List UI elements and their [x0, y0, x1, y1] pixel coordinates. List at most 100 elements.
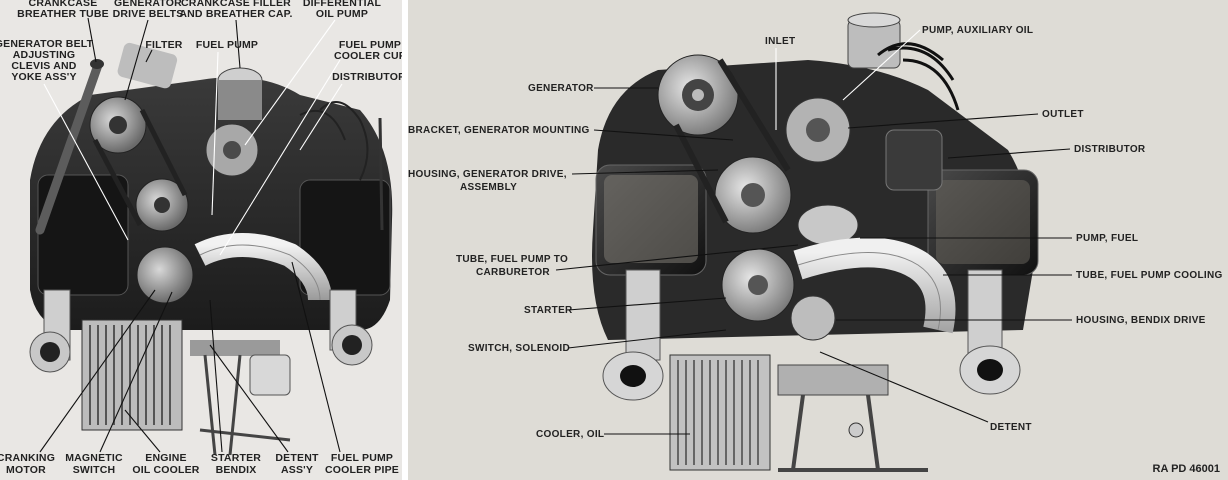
leader-distributor-right: [947, 148, 1071, 159]
leader-crankcase-breather-tube: [87, 17, 97, 63]
label-housing-generator-drive: HOUSING, GENERATOR DRIVE, ASSEMBLY: [408, 169, 567, 193]
leader-filter: [145, 49, 153, 63]
label-switch-solenoid: SWITCH, SOLENOID: [468, 343, 570, 354]
svg-text:PUMP, AUXILIARY OIL: PUMP, AUXILIARY OIL: [922, 25, 1033, 36]
svg-text:ASSEMBLY: ASSEMBLY: [460, 182, 517, 193]
leader-fuel-pump-cooler-cup: [219, 59, 341, 256]
right-engine-photo: GENERATOR INLET PUMP, AUXILIARY OIL BRAC…: [408, 12, 1222, 475]
leader-switch-solenoid: [567, 329, 727, 349]
svg-text:MAGNETIC: MAGNETIC: [65, 452, 123, 464]
left-engine-diagram: CRANKCASE BREATHER TUBE GENERATOR DRIVE …: [0, 0, 402, 480]
label-fuel-pump: FUEL PUMP: [196, 39, 258, 51]
label-fuel-pump-cooler-cup: FUEL PUMP COOLER CUP: [334, 39, 402, 62]
svg-text:INLET: INLET: [765, 36, 795, 47]
label-generator-drive-belts: GENERATOR DRIVE BELTS: [113, 0, 184, 20]
leader-fuel-pump: [211, 51, 219, 216]
plate-number: RA PD 46001: [1153, 463, 1220, 475]
svg-text:CRANKING: CRANKING: [0, 452, 55, 464]
svg-text:COOLER PIPE: COOLER PIPE: [325, 464, 399, 476]
svg-text:BRACKET, GENERATOR MOUNTING: BRACKET, GENERATOR MOUNTING: [408, 125, 590, 136]
svg-text:GENERATOR: GENERATOR: [114, 0, 182, 9]
leader-housing-generator-drive: [571, 169, 719, 175]
label-fuel-pump-cooler-pipe: FUEL PUMP COOLER PIPE: [325, 452, 399, 476]
label-generator: GENERATOR: [528, 83, 594, 94]
svg-text:TUBE, FUEL PUMP TO: TUBE, FUEL PUMP TO: [456, 254, 568, 265]
label-pump-fuel: PUMP, FUEL: [1076, 233, 1138, 244]
leader-starter: [567, 297, 727, 311]
label-filter: FILTER: [145, 39, 182, 51]
label-generator-belt-clevis: GENERATOR BELT ADJUSTING CLEVIS AND YOKE…: [0, 38, 94, 83]
label-magnetic-switch: MAGNETIC SWITCH: [65, 452, 123, 476]
svg-text:COOLER, OIL: COOLER, OIL: [536, 429, 604, 440]
svg-text:FUEL PUMP: FUEL PUMP: [196, 39, 258, 51]
leader-generator-drive-belts: [124, 19, 149, 101]
leader-detent-assy: [209, 344, 289, 453]
svg-text:FUEL PUMP: FUEL PUMP: [339, 39, 401, 51]
svg-text:HOUSING, GENERATOR DRIVE,: HOUSING, GENERATOR DRIVE,: [408, 169, 567, 180]
svg-text:ADJUSTING: ADJUSTING: [13, 49, 75, 61]
svg-text:ENGINE: ENGINE: [145, 452, 186, 464]
leader-distributor: [299, 83, 343, 151]
svg-text:OUTLET: OUTLET: [1042, 109, 1084, 120]
svg-text:DRIVE BELTS: DRIVE BELTS: [113, 8, 184, 20]
svg-text:PUMP, FUEL: PUMP, FUEL: [1076, 233, 1138, 244]
label-crankcase-breather-tube: CRANKCASE BREATHER TUBE: [17, 0, 109, 20]
svg-text:DISTRIBUTOR: DISTRIBUTOR: [1074, 144, 1146, 155]
label-bracket-generator-mounting: BRACKET, GENERATOR MOUNTING: [408, 125, 590, 136]
label-starter-bendix: STARTER BENDIX: [211, 452, 261, 476]
leader-differential-oil-pump: [244, 19, 336, 146]
label-distributor: DISTRIBUTOR: [332, 71, 402, 83]
svg-text:CRANKCASE FILLER: CRANKCASE FILLER: [181, 0, 291, 9]
svg-text:CARBURETOR: CARBURETOR: [476, 267, 550, 278]
leader-generator-belt-clevis: [43, 83, 129, 241]
label-housing-bendix-drive: HOUSING, BENDIX DRIVE: [1076, 315, 1206, 326]
svg-text:MOTOR: MOTOR: [6, 464, 46, 476]
label-outlet: OUTLET: [1042, 109, 1084, 120]
label-detent-assy: DETENT ASS'Y: [275, 452, 318, 476]
leader-fuel-pump-cooler-pipe: [291, 261, 341, 453]
label-starter: STARTER: [524, 305, 573, 316]
left-engine-photo: CRANKCASE BREATHER TUBE GENERATOR DRIVE …: [0, 0, 402, 476]
label-inlet: INLET: [765, 36, 795, 47]
svg-text:GENERATOR BELT: GENERATOR BELT: [0, 38, 94, 50]
svg-text:DIFFERENTIAL: DIFFERENTIAL: [303, 0, 382, 9]
right-engine-diagram: GENERATOR INLET PUMP, AUXILIARY OIL BRAC…: [408, 0, 1228, 480]
svg-text:DISTRIBUTOR: DISTRIBUTOR: [332, 71, 402, 83]
label-distributor-right: DISTRIBUTOR: [1074, 144, 1146, 155]
svg-text:STARTER: STARTER: [524, 305, 573, 316]
leader-cranking-motor: [39, 289, 156, 453]
label-tube-fuel-pump-cooling: TUBE, FUEL PUMP COOLING: [1076, 270, 1222, 281]
svg-text:SWITCH: SWITCH: [73, 464, 116, 476]
svg-text:AND BREATHER CAP.: AND BREATHER CAP.: [179, 8, 292, 20]
svg-text:ASS'Y: ASS'Y: [281, 464, 313, 476]
leader-outlet: [847, 113, 1039, 129]
svg-text:OIL PUMP: OIL PUMP: [316, 8, 368, 20]
svg-text:CRANKCASE: CRANKCASE: [29, 0, 98, 9]
svg-text:HOUSING, BENDIX DRIVE: HOUSING, BENDIX DRIVE: [1076, 315, 1206, 326]
leader-pump-auxiliary-oil: [842, 29, 921, 101]
label-engine-oil-cooler: ENGINE OIL COOLER: [132, 452, 199, 476]
svg-text:COOLER CUP: COOLER CUP: [334, 50, 402, 62]
svg-text:YOKE ASS'Y: YOKE ASS'Y: [11, 71, 76, 83]
label-cooler-oil: COOLER, OIL: [536, 429, 604, 440]
leader-detent: [819, 351, 989, 423]
svg-text:GENERATOR: GENERATOR: [528, 83, 594, 94]
svg-text:DETENT: DETENT: [990, 422, 1032, 433]
leader-magnetic-switch: [99, 291, 173, 453]
svg-text:FILTER: FILTER: [145, 39, 182, 51]
panel-divider: [402, 0, 408, 480]
leader-engine-oil-cooler: [124, 409, 161, 453]
label-crankcase-filler: CRANKCASE FILLER AND BREATHER CAP.: [179, 0, 292, 20]
leader-starter-bendix: [209, 299, 223, 453]
leader-crankcase-filler: [235, 19, 241, 69]
label-tube-fuel-pump-to-carburetor: TUBE, FUEL PUMP TO CARBURETOR: [456, 254, 568, 278]
leader-bracket-generator-mounting: [593, 129, 734, 141]
svg-text:BREATHER TUBE: BREATHER TUBE: [17, 8, 109, 20]
svg-text:FUEL PUMP: FUEL PUMP: [331, 452, 393, 464]
label-detent: DETENT: [990, 422, 1032, 433]
label-cranking-motor: CRANKING MOTOR: [0, 452, 55, 476]
svg-text:SWITCH, SOLENOID: SWITCH, SOLENOID: [468, 343, 570, 354]
label-differential-oil-pump: DIFFERENTIAL OIL PUMP: [303, 0, 382, 20]
svg-text:CLEVIS AND: CLEVIS AND: [11, 60, 76, 72]
